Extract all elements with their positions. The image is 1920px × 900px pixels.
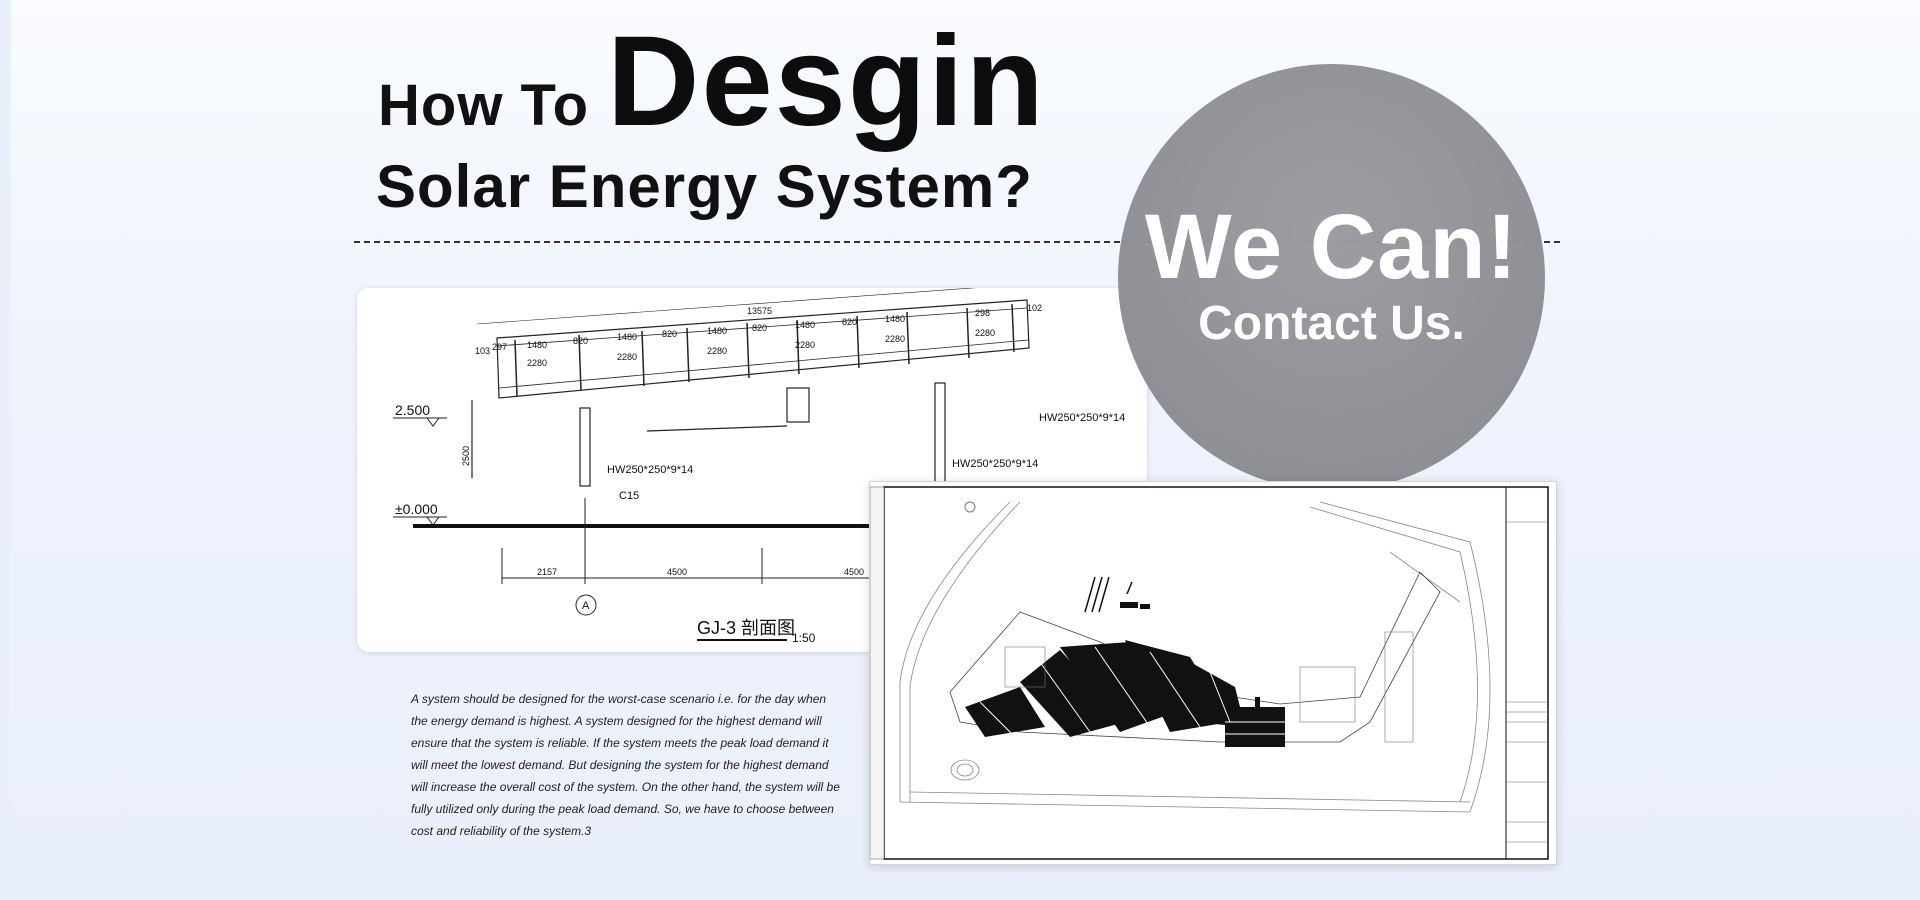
dashed-divider: [354, 241, 1560, 243]
lower-dim: 2280: [617, 352, 637, 362]
elevation-ground: ±0.000: [395, 501, 438, 517]
foundation-label: C15: [619, 490, 639, 502]
support-columns: [471, 382, 946, 487]
overall-span-dim: 13575: [747, 306, 772, 316]
lower-dim: 2280: [885, 334, 905, 344]
base-dim: 4500: [667, 567, 687, 577]
plan-border: [883, 486, 1549, 860]
site-roads: [899, 501, 1491, 813]
end-dim: 298: [975, 308, 990, 318]
height-dim: 2500: [461, 446, 471, 466]
segment-dim: 1480: [707, 326, 727, 336]
elevation-top: 2.500: [395, 402, 430, 418]
base-dimension-line: [501, 498, 877, 584]
column-label: HW250*250*9*14: [1039, 412, 1125, 424]
end-dim: 297: [492, 342, 507, 352]
end-dim: 102: [1027, 303, 1042, 313]
axis-marker-circle: [575, 594, 597, 616]
cta-circle[interactable]: [1118, 64, 1545, 491]
contact-us-link[interactable]: Contact Us.: [1198, 297, 1465, 350]
plan-buildings: [1004, 631, 1414, 743]
column-label: HW250*250*9*14: [952, 458, 1038, 470]
pv-array-gaps: [979, 646, 1285, 743]
site-plan-svg: [870, 486, 1549, 860]
compass-icon: [964, 501, 976, 513]
headline-prefix: How To: [378, 73, 590, 138]
end-dim: 103: [475, 346, 490, 356]
headline-line2: Solar Energy System?: [376, 153, 1033, 220]
plan-annotation-marks: [1120, 602, 1150, 609]
segment-dim: 820: [662, 329, 677, 339]
title-block-rows: [1506, 521, 1548, 843]
column-labels: HW250*250*9*14 HW250*250*9*14 HW250*250*…: [461, 412, 1125, 502]
pv-array-blocks: [965, 640, 1285, 747]
segment-dim: 1480: [527, 340, 547, 350]
segment-dim: 820: [842, 317, 857, 327]
segment-dim: 1480: [617, 332, 637, 342]
segment-dim: 820: [573, 336, 588, 346]
elevation-markers: 2.500 ±0.000: [393, 402, 447, 526]
drawing-title: GJ-3 剖面图: [697, 618, 795, 638]
base-dimensions: 2157 4500 4500: [537, 567, 864, 577]
base-dim: 2157: [537, 567, 557, 577]
segment-dim: 820: [752, 323, 767, 333]
lower-dim: 2280: [527, 358, 547, 368]
cta-title[interactable]: We Can!: [1144, 196, 1519, 298]
panel-dimensions: 13575 103 297 1480 820 1480 820 1480 820…: [475, 303, 1042, 368]
section-drawing: 13575 103 297 1480 820 1480 820 1480 820…: [393, 288, 1125, 645]
base-dim: 4500: [844, 567, 864, 577]
lower-dim: 2280: [795, 340, 815, 350]
segment-dim: 1480: [885, 314, 905, 324]
tilted-panel-frame: [476, 288, 1030, 399]
lower-dim: 2280: [707, 346, 727, 356]
drawing-scale: 1:50: [792, 631, 816, 645]
plan-left-legend: [870, 486, 885, 860]
site-plan-drawing: [869, 481, 1557, 865]
plan-title-block: [1505, 486, 1549, 860]
panel-ribs: [514, 303, 1015, 397]
segment-dim: 1480: [795, 320, 815, 330]
north-marker-lines: [1084, 576, 1133, 613]
lower-dim: 2280: [975, 328, 995, 338]
left-edge-strip: [0, 0, 11, 900]
description-paragraph: A system should be designed for the wors…: [411, 692, 840, 838]
column-label: HW250*250*9*14: [607, 464, 693, 476]
axis-marker-label: A: [582, 600, 590, 612]
headline-emphasis: Desgin: [607, 10, 1046, 153]
